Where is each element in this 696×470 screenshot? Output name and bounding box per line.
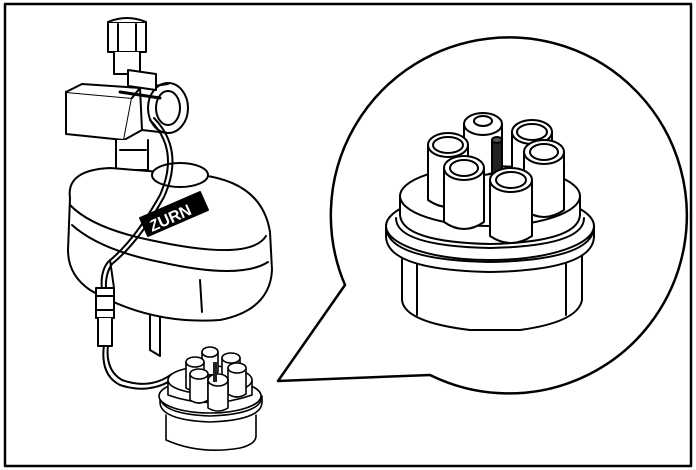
control-housing: ZURN: [67, 162, 273, 357]
valve-assembly: [65, 17, 189, 191]
sensor-cable: [100, 117, 176, 390]
connector-pin-center-front: [489, 167, 533, 244]
cable-ferrule: [95, 287, 115, 347]
connector-plug-enlarged: [385, 112, 595, 331]
connector-plug: [158, 346, 263, 452]
connector-pin-left-front: [443, 155, 485, 230]
